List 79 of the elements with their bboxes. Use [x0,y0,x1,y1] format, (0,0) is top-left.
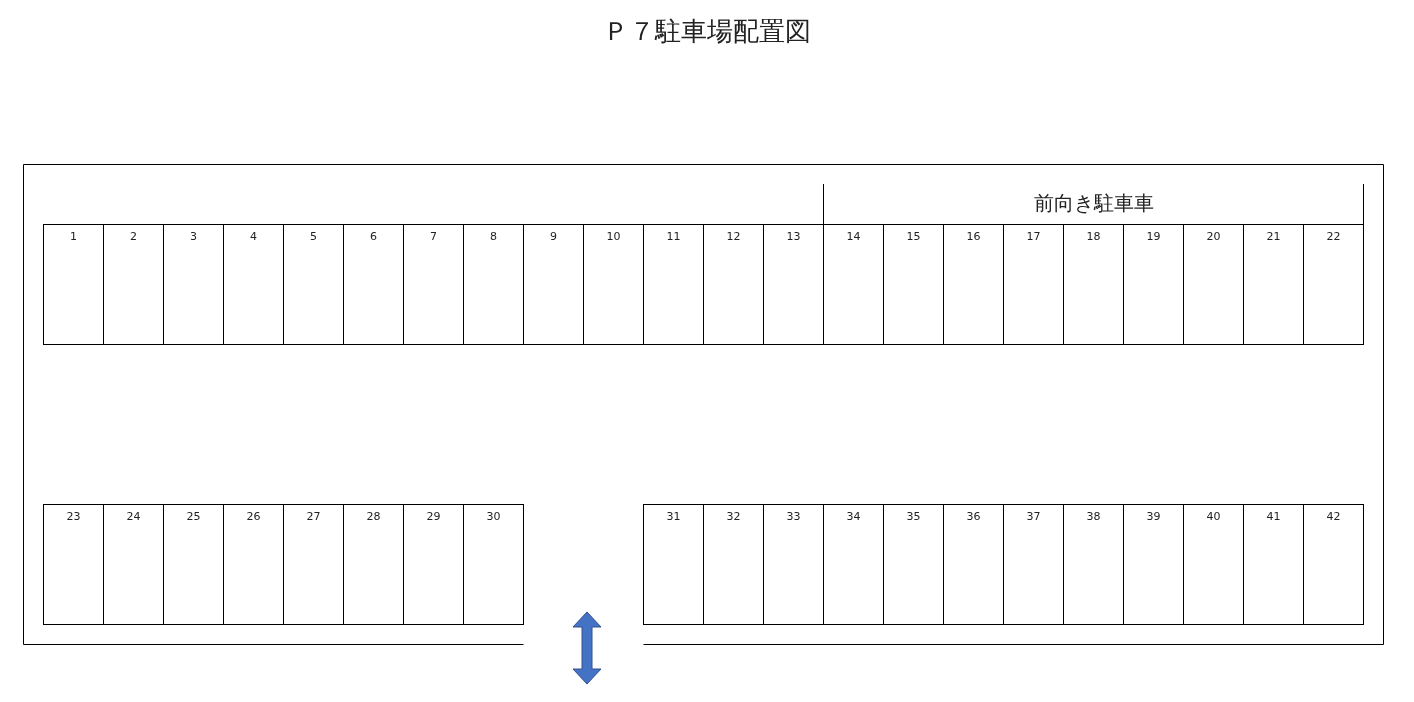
parking-stall [1123,504,1184,625]
stall-number: 40 [1206,510,1221,523]
parking-stall [283,504,344,625]
stall-number: 4 [250,230,257,243]
stall-number: 12 [726,230,741,243]
stall-number: 34 [846,510,861,523]
stall-number: 3 [190,230,197,243]
stall-number: 39 [1146,510,1161,523]
stall-number: 30 [486,510,501,523]
stall-number: 31 [666,510,681,523]
stall-number: 35 [906,510,921,523]
parking-stall [1063,504,1124,625]
stall-number: 13 [786,230,801,243]
stall-number: 37 [1026,510,1041,523]
parking-stall [943,504,1004,625]
stall-number: 29 [426,510,441,523]
stall-number: 7 [430,230,437,243]
stall-number: 5 [310,230,317,243]
stall-number: 38 [1086,510,1101,523]
stall-number: 26 [246,510,261,523]
parking-stall [43,504,104,625]
stall-number: 42 [1326,510,1341,523]
stall-number: 19 [1146,230,1161,243]
parking-stall [883,504,944,625]
stall-number: 25 [186,510,201,523]
parking-stall [163,504,224,625]
parking-stall [1003,504,1064,625]
parking-stall [103,504,164,625]
parking-stall [403,224,464,345]
stall-number: 36 [966,510,981,523]
parking-stall [1303,504,1364,625]
stall-number: 2 [130,230,137,243]
stall-number: 23 [66,510,81,523]
parking-stall [43,224,104,345]
stall-number: 32 [726,510,741,523]
parking-stall [343,504,404,625]
zone-bracket [823,184,1364,225]
stall-number: 14 [846,230,861,243]
stall-number: 11 [666,230,681,243]
parking-stall [823,504,884,625]
stall-number: 6 [370,230,377,243]
parking-stall [703,224,764,345]
title: Ｐ７駐車場配置図 [603,15,811,48]
parking-stall [463,504,524,625]
stall-number: 20 [1206,230,1221,243]
stall-number: 10 [606,230,621,243]
stall-number: 21 [1266,230,1281,243]
stall-number: 8 [490,230,497,243]
stall-number: 1 [70,230,77,243]
stall-number: 9 [550,230,557,243]
stall-number: 41 [1266,510,1281,523]
parking-stall [523,224,584,345]
stall-number: 24 [126,510,141,523]
stall-number: 17 [1026,230,1041,243]
stall-number: 16 [966,230,981,243]
parking-stall [643,504,704,625]
parking-stall [343,224,404,345]
parking-stall [643,224,704,345]
parking-stall [163,224,224,345]
parking-stall [403,504,464,625]
parking-stall [1183,504,1244,625]
zone-label: 前向き駐車車 [1033,190,1154,217]
parking-stall [1303,224,1364,345]
parking-stall [763,224,824,345]
parking-stall [463,224,524,345]
parking-stall [283,224,344,345]
parking-stall [223,224,284,345]
stall-number: 33 [786,510,801,523]
stall-number: 28 [366,510,381,523]
parking-stall [223,504,284,625]
stall-number: 18 [1086,230,1101,243]
parking-stall [103,224,164,345]
stall-number: 27 [306,510,321,523]
parking-stall [703,504,764,625]
parking-stall [583,224,644,345]
stall-number: 22 [1326,230,1341,243]
parking-stall [1243,504,1304,625]
stall-number: 15 [906,230,921,243]
parking-stall [763,504,824,625]
